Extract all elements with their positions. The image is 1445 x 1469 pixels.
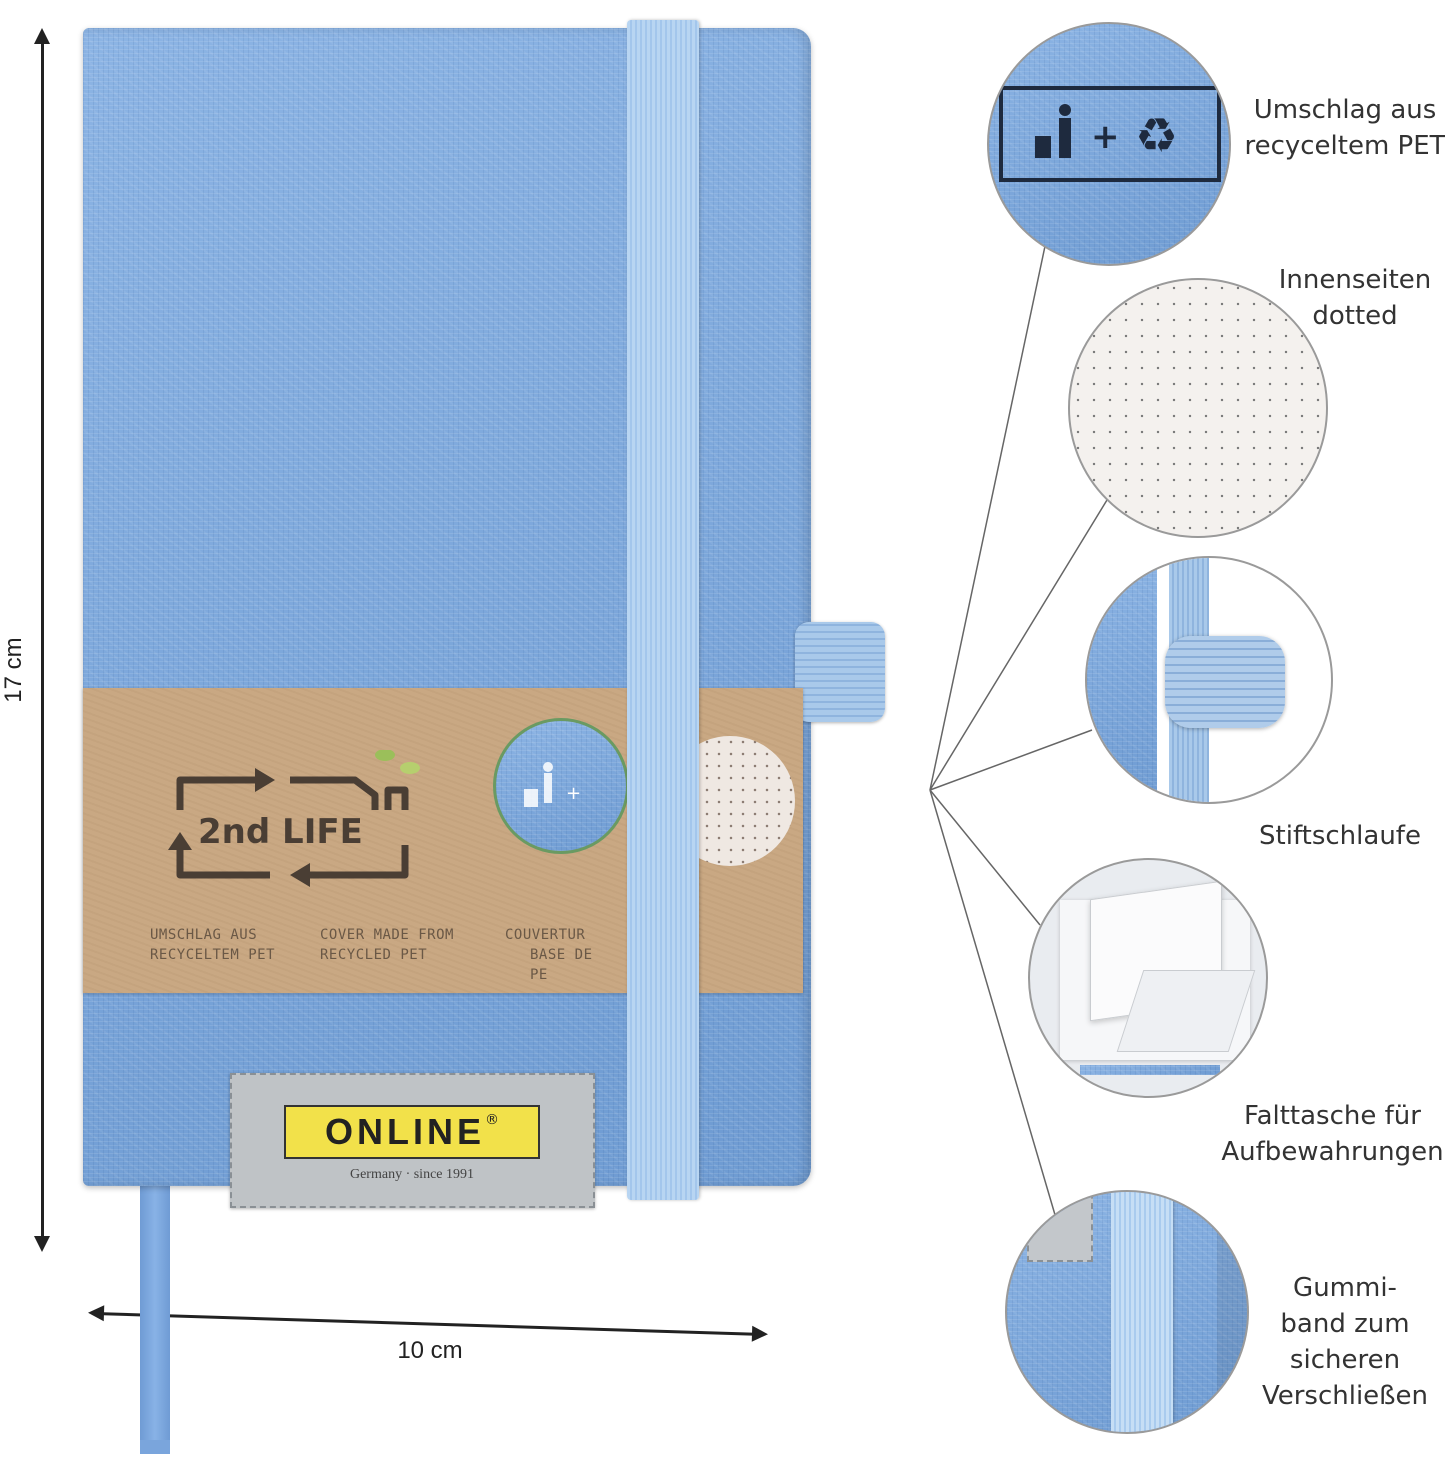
elastic-band-icon (1111, 1192, 1173, 1432)
elastic-cover-edge (1217, 1192, 1247, 1432)
band-claim-fr-line2: BASE DE PE (530, 947, 593, 983)
band-claim-de-line2: RECYCELTEM PET (150, 947, 276, 963)
feature-elastic-label: Gummi- band zum sicheren Verschließen (1245, 1270, 1445, 1414)
brand-name: ONLINE (324, 1111, 485, 1152)
band-recycle-circle: + (493, 718, 629, 854)
brand-tagline: Germany · since 1991 (349, 1167, 475, 1182)
ribbon-bookmark (140, 1150, 170, 1450)
band-claim-fr: COUVERTUR BASE DE PE (505, 925, 615, 985)
width-label: 10 cm (397, 1337, 463, 1364)
brand-registered: ® (485, 1112, 499, 1128)
feature-pocket-circle (1028, 858, 1268, 1098)
penloop-cover-edge (1087, 558, 1157, 802)
feature-dotted-line2: dotted (1312, 301, 1398, 331)
feature-dotted-label: Innenseiten dotted (1275, 262, 1435, 334)
ribbon-tip (140, 1440, 170, 1454)
second-life-logo: 2nd LIFE (160, 749, 430, 900)
recycle-bin-icon: + ♻ (999, 86, 1221, 182)
pocket-cover-edge (1080, 1065, 1220, 1075)
band-claim-en: COVER MADE FROM RECYCLED PET (320, 925, 500, 965)
brand-logo-box: ONLINE® (284, 1105, 540, 1159)
pen-loop-icon (1165, 636, 1285, 728)
feature-penloop-label: Stiftschlaufe (1240, 818, 1440, 854)
height-arrow-bottom (34, 1236, 50, 1252)
feature-elastic-line2: band zum (1280, 1309, 1410, 1339)
feature-cover-line1: Umschlag aus (1253, 95, 1437, 125)
height-arrow-line (41, 40, 44, 1240)
feature-elastic-circle (1005, 1190, 1249, 1434)
feature-pocket-line2: Aufbewahrungen (1221, 1137, 1444, 1167)
band-claim-fr-line1: COUVERTUR (505, 927, 586, 943)
band-claim-en-line1: COVER MADE FROM (320, 927, 454, 943)
feature-penloop-line1: Stiftschlaufe (1259, 821, 1421, 851)
elastic-band (627, 20, 699, 1200)
band-claim-de: UMSCHLAG AUS RECYCELTEM PET (150, 925, 320, 965)
second-life-text: 2nd LIFE (198, 812, 363, 852)
feature-dotted-line1: Innenseiten (1278, 265, 1432, 295)
feature-dotted-circle (1068, 278, 1328, 538)
band-claim-de-line1: UMSCHLAG AUS (150, 927, 258, 943)
svg-text:+: + (1091, 117, 1120, 157)
feature-elastic-line3: sicheren (1289, 1345, 1401, 1375)
brand-patch: ONLINE® Germany · since 1991 (230, 1073, 595, 1208)
feature-cover-line2: recyceltem PET (1244, 131, 1445, 161)
feature-penloop-circle (1085, 556, 1333, 804)
feature-cover-label: Umschlag aus recyceltem PET (1240, 92, 1445, 164)
feature-elastic-line1: Gummi- (1293, 1273, 1397, 1303)
pen-loop (795, 622, 885, 722)
recycle-bottle-icon (168, 749, 420, 887)
elastic-patch-corner (1027, 1192, 1093, 1262)
feature-cover-circle: + ♻ (987, 22, 1231, 266)
feature-pocket-label: Falttasche für Aufbewahrungen (1215, 1098, 1445, 1170)
feature-pocket-line1: Falttasche für (1244, 1101, 1421, 1131)
feature-elastic-line4: Verschließen (1261, 1381, 1429, 1411)
height-arrow-top (34, 28, 50, 44)
svg-text:♻: ♻ (1135, 108, 1178, 164)
band-claim-en-line2: RECYCLED PET (320, 947, 428, 963)
trash-recycle-icon: + (524, 762, 581, 807)
svg-text:+: + (566, 783, 581, 804)
